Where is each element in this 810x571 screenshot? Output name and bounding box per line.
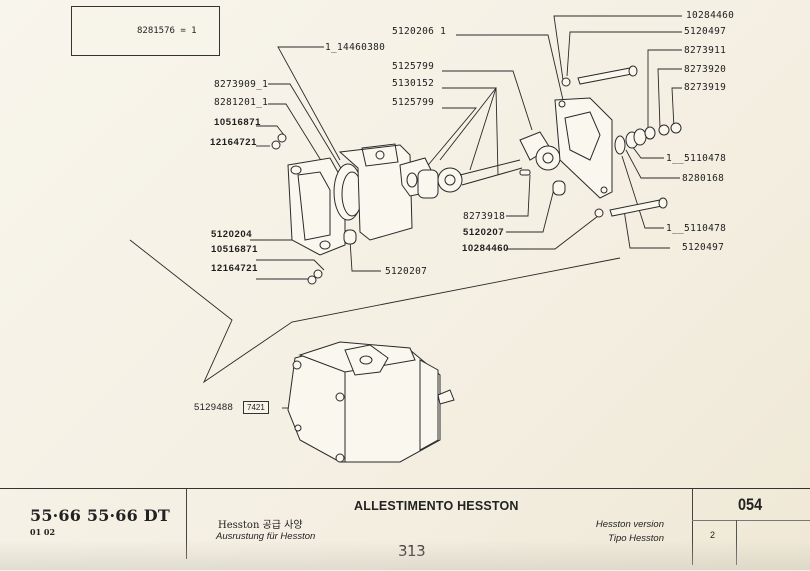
part-number-label[interactable]: 8273909_1 [214, 79, 269, 90]
leader-line [506, 215, 599, 250]
leader-line [439, 87, 497, 161]
leader-line [621, 155, 664, 229]
part-number-label[interactable]: 5120497 [682, 242, 725, 253]
part-number-label[interactable]: 5120204 [211, 229, 253, 240]
part-number-label[interactable]: 12164721 [210, 137, 258, 148]
title-german: Ausrustung für Hesston [216, 531, 316, 542]
part-number-label[interactable]: 5129488 [194, 402, 234, 413]
divider [692, 520, 810, 521]
part-number-label[interactable]: 8273911 [684, 45, 727, 56]
leader-line [647, 49, 682, 130]
title-block: 55·66 55·66 DT 01 02 ALLESTIMENTO HESSTO… [0, 488, 810, 571]
relief-valve-parts [271, 122, 682, 285]
title-english: Hesston version [595, 519, 664, 530]
leader-line [625, 149, 680, 179]
part-number-label[interactable]: 5120206 1 [392, 26, 447, 37]
leader-line [506, 174, 531, 217]
part-number-label[interactable]: 1_14460380 [325, 42, 386, 53]
inset-label: 8281576 = 1 [137, 26, 197, 36]
model-names: 55·66 55·66 DT [30, 506, 170, 525]
model-codes: 01 02 [30, 527, 56, 537]
exploded-pump-diagram [93, 15, 682, 463]
leader-line [349, 239, 381, 272]
assembly-tag: 7421 [243, 401, 269, 414]
assembled-pump [287, 341, 455, 463]
leader-line [277, 46, 341, 161]
leader-line [553, 15, 682, 81]
page-number: 054 [738, 495, 763, 514]
part-number-label[interactable]: 10284460 [686, 10, 735, 21]
leader-line [495, 87, 499, 176]
part-number-label[interactable]: 8281201_1 [214, 97, 269, 108]
part-number-label[interactable]: 8273919 [684, 82, 727, 93]
divider [692, 489, 693, 565]
leader-line [256, 125, 285, 136]
leader-line [566, 31, 682, 77]
part-number-label[interactable]: 1__5110478 [666, 223, 727, 234]
arrow-pointer [129, 239, 621, 384]
part-number-label[interactable]: 8280168 [682, 173, 725, 184]
part-number-label[interactable]: 10516871 [211, 244, 259, 255]
leader-line [469, 87, 497, 171]
part-number-label[interactable]: 5130152 [392, 78, 435, 89]
part-number-label[interactable]: 8273918 [463, 211, 506, 222]
paper-stain [0, 540, 810, 570]
section-title: ALLESTIMENTO HESSTON [354, 499, 519, 513]
leader-line [268, 103, 331, 176]
title-italian: Tipo Hesston [608, 533, 664, 544]
leader-line [423, 107, 477, 171]
leader-line [631, 145, 664, 159]
pump-cover [287, 157, 363, 256]
part-number-label[interactable]: 5125799 [392, 61, 435, 72]
leader-line [442, 70, 533, 131]
pump-body [338, 143, 413, 245]
gear-bushings [399, 131, 566, 199]
part-number-label[interactable]: 1__5110478 [666, 153, 727, 164]
leader-line [456, 34, 564, 101]
part-number-label[interactable]: 8273920 [684, 64, 727, 75]
title-korean: Hesston 공급 사양 [218, 520, 303, 531]
divider [186, 489, 187, 559]
leader-line [623, 209, 670, 249]
part-number-label[interactable]: 10516871 [214, 117, 262, 128]
part-number-label[interactable]: 5120207 [463, 227, 505, 238]
flange-plate [554, 97, 613, 199]
part-number-label[interactable]: 12164721 [211, 263, 259, 274]
sheet-number: 2 [710, 530, 716, 540]
leader-line [506, 184, 556, 233]
leader-line [657, 68, 682, 129]
part-number-label[interactable]: 5120207 [385, 266, 428, 277]
part-number-label[interactable]: 5125799 [392, 97, 435, 108]
leader-line [268, 83, 343, 171]
part-number-label[interactable]: 10284460 [462, 243, 510, 254]
bolts [561, 65, 668, 218]
inset-box: 8281576 = 1 [71, 6, 220, 56]
leader-line [256, 259, 325, 271]
part-number-label[interactable]: 5120497 [684, 26, 727, 37]
leader-line [671, 87, 682, 129]
